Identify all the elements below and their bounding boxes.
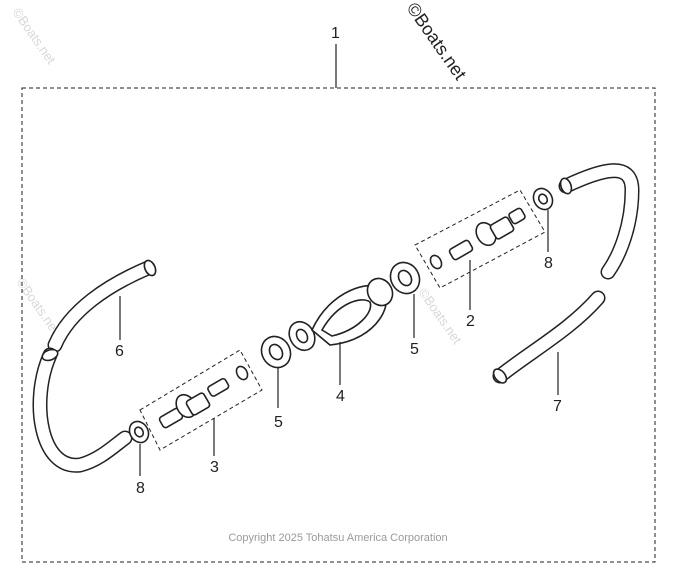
callout-1: 1 xyxy=(331,25,340,42)
hose-6 xyxy=(47,259,157,353)
callout-8-left: 8 xyxy=(136,480,145,497)
watermark-faint-2: ©Boats.net xyxy=(14,275,64,337)
ring-5-left xyxy=(260,335,292,369)
ring-5-right xyxy=(389,261,421,295)
callout-8-right: 8 xyxy=(544,255,553,272)
callout-5-left: 5 xyxy=(274,414,283,431)
hose-7 xyxy=(492,290,606,384)
callout-5-right: 5 xyxy=(410,341,419,358)
watermark-main: ©Boats.net xyxy=(403,0,471,83)
hose-left-long xyxy=(32,347,133,473)
callout-6: 6 xyxy=(115,343,124,360)
copyright-notice: Copyright 2025 Tohatsu America Corporati… xyxy=(228,532,447,544)
assembly-frame xyxy=(21,87,656,563)
hose-right-long xyxy=(558,163,640,280)
watermark-faint-1: ©Boats.net xyxy=(10,5,60,67)
callout-2: 2 xyxy=(466,313,475,330)
check-valve-3 xyxy=(158,365,249,429)
washer-8-left xyxy=(128,420,150,444)
check-valve-2 xyxy=(429,207,526,270)
washer-8-right xyxy=(532,187,554,211)
callout-3: 3 xyxy=(210,459,219,476)
group-3-box xyxy=(139,349,263,451)
callout-4: 4 xyxy=(336,388,345,405)
background-watermarks: ©Boats.net ©Boats.net ©Boats.net xyxy=(10,5,466,347)
primer-bulb-4 xyxy=(288,277,394,352)
group-2-box xyxy=(414,189,546,289)
callout-7: 7 xyxy=(553,398,562,415)
watermark-faint-3: ©Boats.net xyxy=(416,285,466,347)
